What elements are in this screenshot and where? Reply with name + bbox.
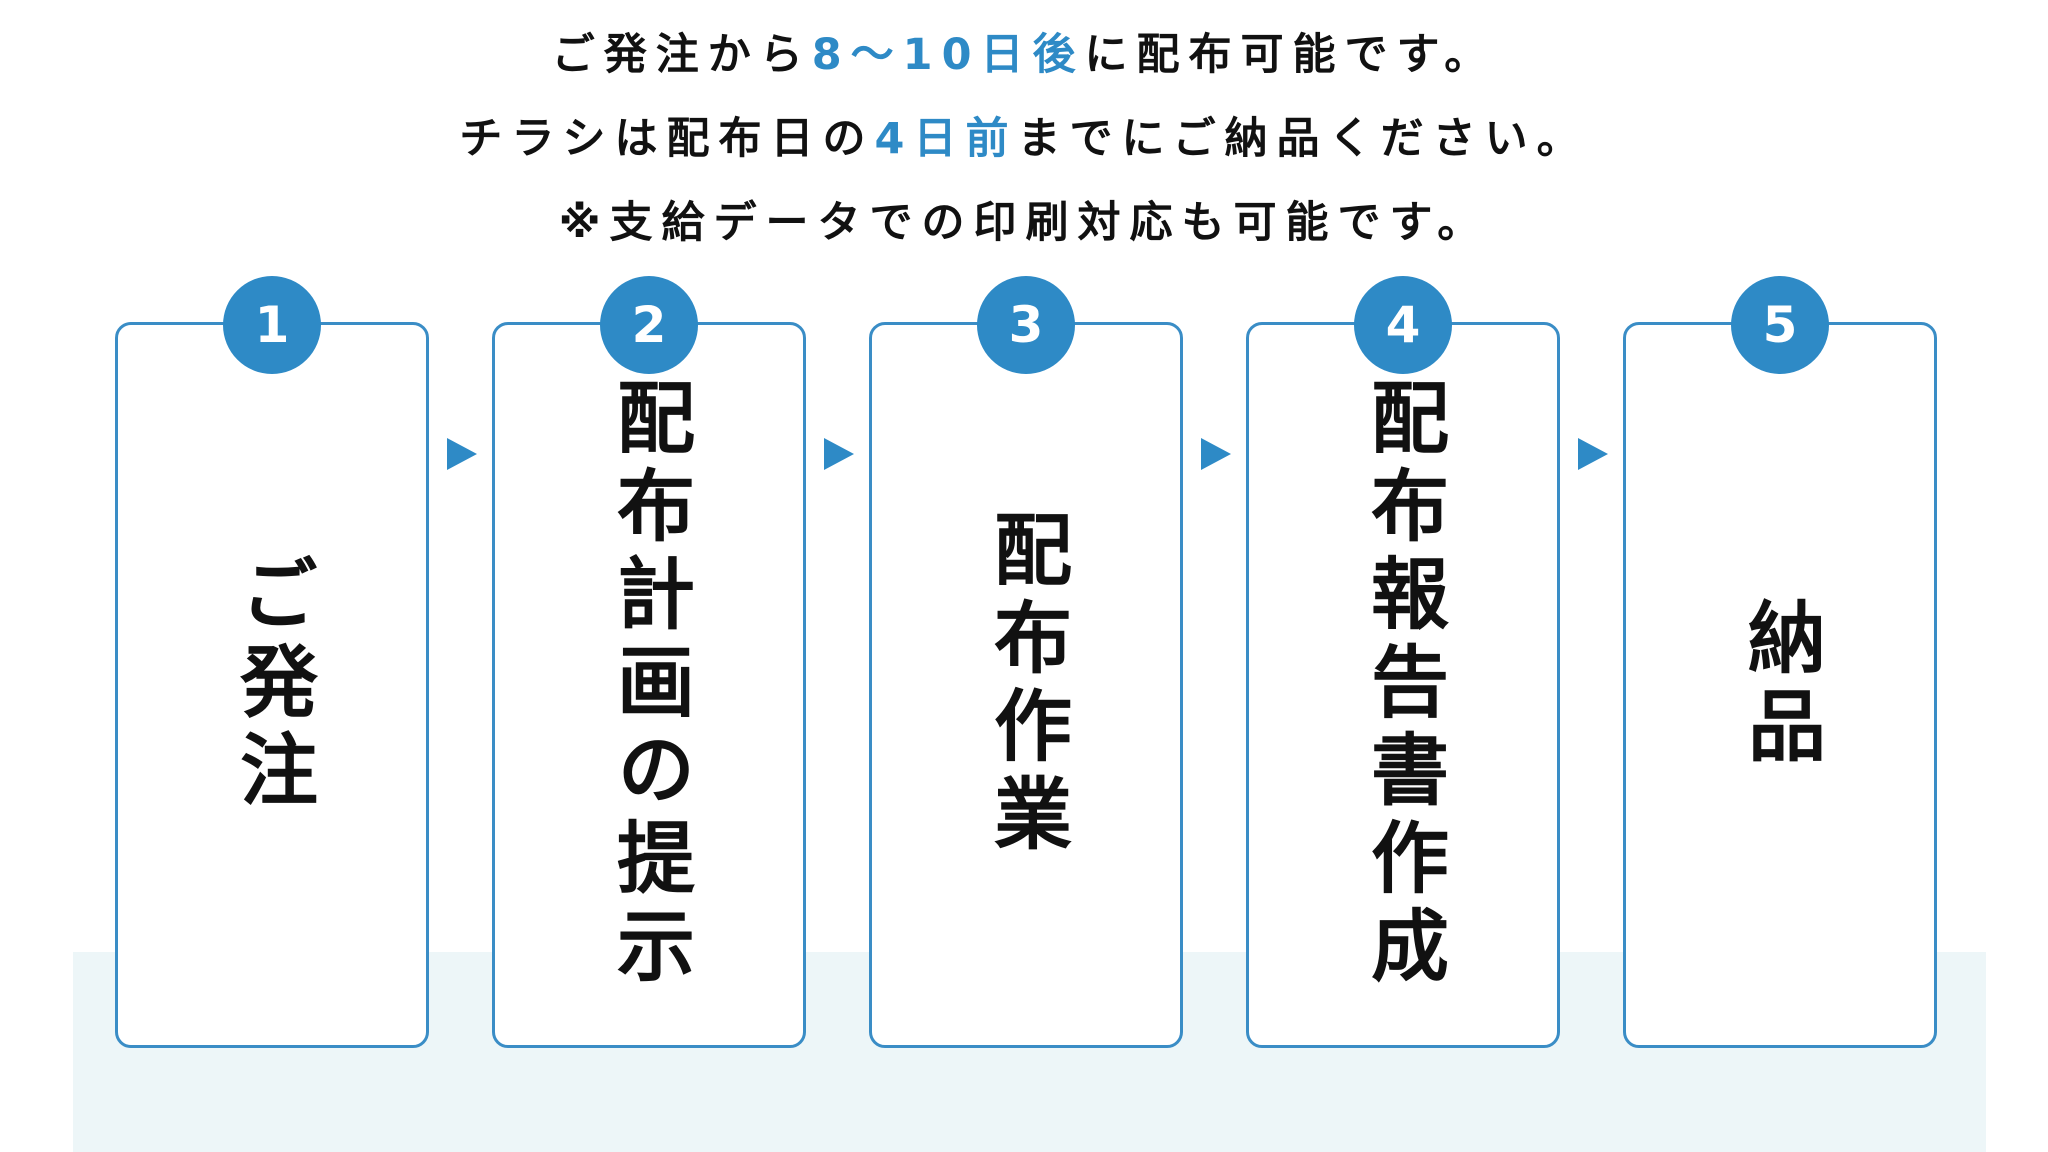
step-4-label: 配布報告書作成 [1358, 377, 1448, 993]
intro-line-1-part-c: に配布可能です。 [1084, 30, 1497, 80]
triangle-right-icon [1201, 438, 1231, 470]
step-4: 配布報告書作成 4 [1246, 276, 1560, 1048]
delivery-lead-time-highlight: 8〜10日後 [811, 30, 1085, 80]
intro-text: ご発注から8〜10日後に配布可能です。 チラシは配布日の4日前までにご納品くださ… [0, 20, 2048, 272]
triangle-right-icon [824, 438, 854, 470]
intro-line-1: ご発注から8〜10日後に配布可能です。 [0, 20, 2048, 104]
step-2-label: 配布計画の提示 [604, 377, 694, 993]
triangle-right-icon [1578, 438, 1608, 470]
flyer-deadline-highlight: 4日前 [874, 114, 1018, 164]
step-1: ご発注 1 [115, 276, 429, 1048]
intro-line-2-part-c: までにご納品ください。 [1017, 114, 1589, 164]
intro-line-2-part-a: チラシは配布日の [459, 114, 875, 164]
step-3-label: 配布作業 [981, 509, 1071, 861]
intro-line-3: ※支給データでの印刷対応も可能です。 [558, 198, 1490, 248]
step-1-number-badge: 1 [223, 276, 321, 374]
intro-line-2: チラシは配布日の4日前までにご納品ください。 [0, 104, 2048, 188]
step-3-box [869, 322, 1183, 1048]
step-1-label: ご発注 [227, 553, 317, 817]
intro-line-1-part-a: ご発注から [551, 30, 812, 80]
triangle-right-icon [447, 438, 477, 470]
step-5-number-badge: 5 [1731, 276, 1829, 374]
step-3-number-badge: 3 [977, 276, 1075, 374]
step-2-number-badge: 2 [600, 276, 698, 374]
step-5-box [1623, 322, 1937, 1048]
step-1-box [115, 322, 429, 1048]
step-2: 配布計画の提示 2 [492, 276, 806, 1048]
step-4-number-badge: 4 [1354, 276, 1452, 374]
step-2-box [492, 322, 806, 1048]
step-5-label: 納品 [1735, 597, 1825, 773]
step-3: 配布作業 3 [869, 276, 1183, 1048]
step-5: 納品 5 [1623, 276, 1937, 1048]
step-4-box [1246, 322, 1560, 1048]
